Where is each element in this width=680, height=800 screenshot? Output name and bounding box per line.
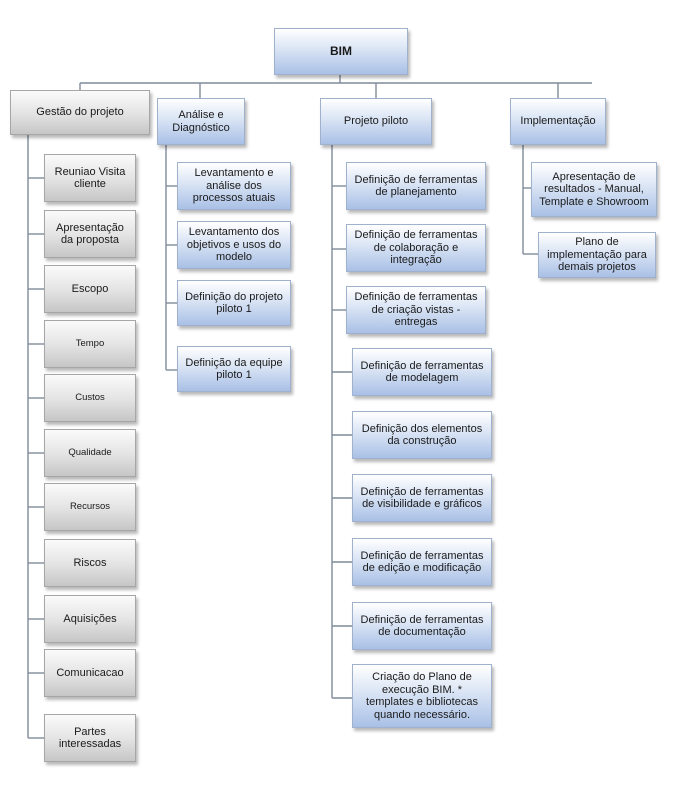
- gestao-item-riscos: Riscos: [44, 539, 136, 587]
- root-node-bim: BIM: [274, 28, 408, 75]
- gestao-item-apresentacao: Apresentação da proposta: [44, 210, 136, 258]
- gestao-item-tempo: Tempo: [44, 320, 136, 368]
- analise-item-definicao-equipe: Definição da equipe piloto 1: [177, 346, 291, 392]
- piloto-item-colaboracao: Definição de ferramentas de colaboração …: [346, 224, 486, 272]
- gestao-item-aquisicoes: Aquisições: [44, 595, 136, 643]
- implementacao-item-plano-implementacao: Plano de implementação para demais proje…: [538, 232, 656, 278]
- gestao-item-escopo: Escopo: [44, 265, 136, 313]
- branch-implementacao: Implementação: [510, 98, 606, 145]
- gestao-item-comunicacao: Comunicacao: [44, 649, 136, 697]
- piloto-item-planejamento: Definição de ferramentas de planejamento: [346, 162, 486, 210]
- branch-gestao-do-projeto: Gestão do projeto: [10, 90, 150, 135]
- analise-item-definicao-projeto-piloto: Definição do projeto piloto 1: [177, 280, 291, 326]
- piloto-item-edicao: Definição de ferramentas de edição e mod…: [352, 538, 492, 586]
- piloto-item-plano-execucao-bim: Criação do Plano de execução BIM. * temp…: [352, 664, 492, 728]
- piloto-item-documentacao: Definição de ferramentas de documentação: [352, 602, 492, 650]
- piloto-item-elementos-construcao: Definição dos elementos da construção: [352, 411, 492, 459]
- analise-item-levantamento-processos: Levantamento e análise dos processos atu…: [177, 162, 291, 210]
- gestao-item-qualidade: Qualidade: [44, 429, 136, 477]
- analise-item-levantamento-objetivos: Levantamento dos objetivos e usos do mod…: [177, 221, 291, 269]
- gestao-item-custos: Custos: [44, 374, 136, 422]
- branch-analise-e-diagnostico: Análise e Diagnóstico: [157, 98, 245, 145]
- piloto-item-visibilidade: Definição de ferramentas de visibilidade…: [352, 474, 492, 522]
- piloto-item-modelagem: Definição de ferramentas de modelagem: [352, 348, 492, 396]
- gestao-item-recursos: Recursos: [44, 483, 136, 531]
- gestao-item-partes-interessadas: Partes interessadas: [44, 714, 136, 762]
- branch-projeto-piloto: Projeto piloto: [320, 98, 432, 145]
- gestao-item-reuniao: Reuniao Visita cliente: [44, 154, 136, 202]
- implementacao-item-apresentacao-resultados: Apresentação de resultados - Manual, Tem…: [531, 162, 657, 217]
- piloto-item-criacao-vistas: Definição de ferramentas de criação vist…: [346, 286, 486, 334]
